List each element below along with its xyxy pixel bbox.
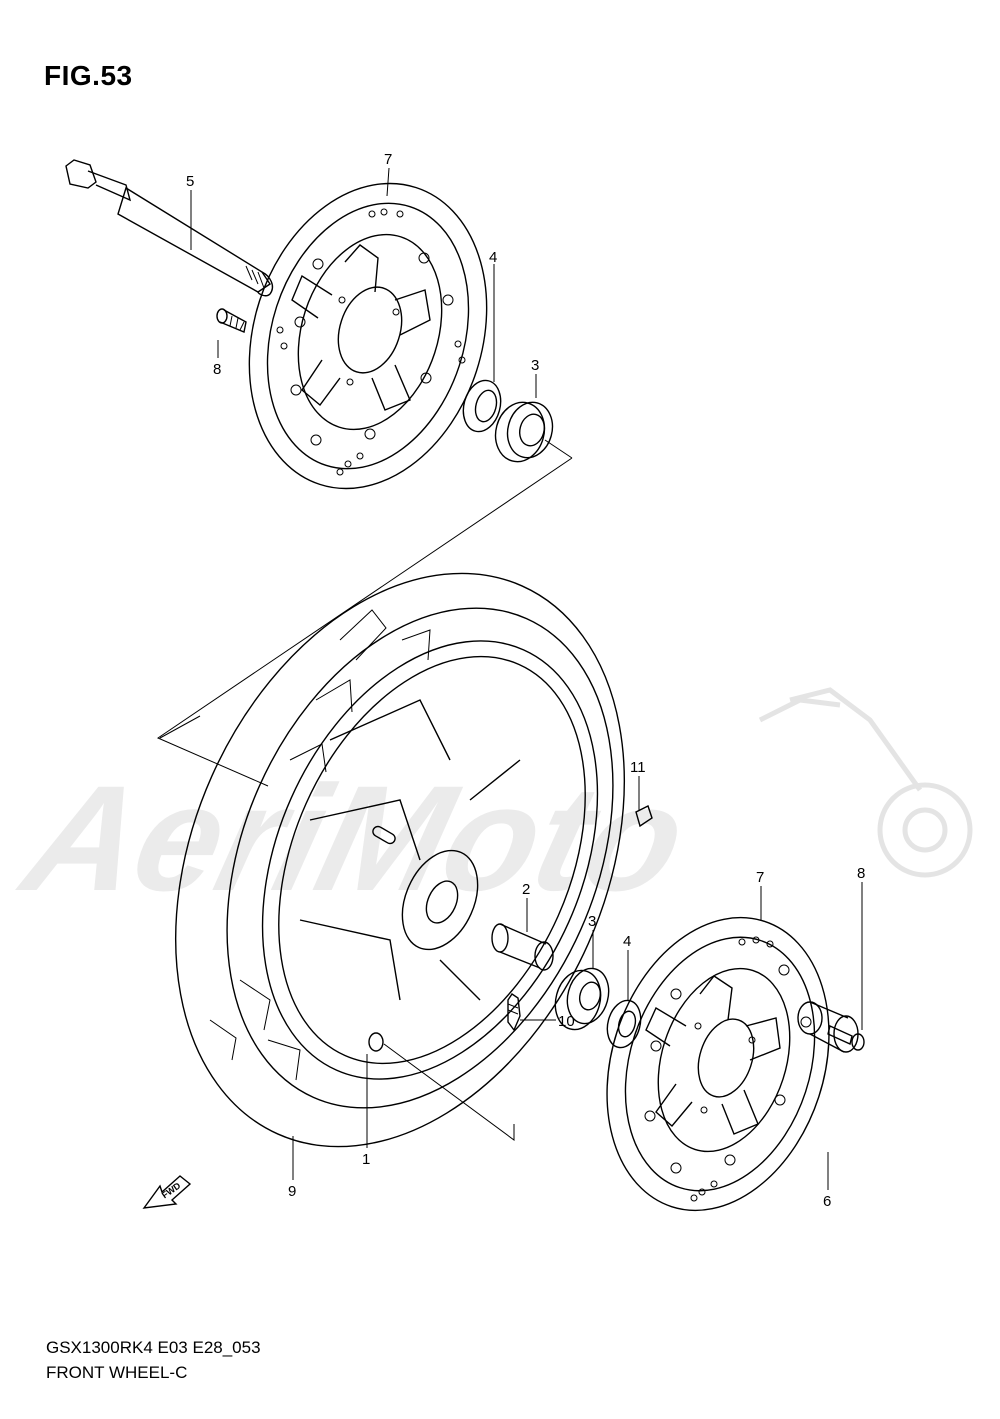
brake-disc-lower [606,916,830,1212]
callout-4-upper: 4 [489,249,497,266]
callout-1: 1 [362,1151,370,1168]
callout-3-upper: 3 [531,357,539,374]
figure-label: FIG.53 [44,60,133,91]
model-code: GSX1300RK4 E03 E28_053 [46,1338,261,1357]
wheel-rim [261,640,599,1080]
callout-5: 5 [186,173,194,190]
assembly-guide-line [156,439,573,787]
callout-8-upper: 8 [213,361,221,378]
callout-3-lower: 3 [588,913,596,930]
callout-2: 2 [522,881,530,898]
speed-spacer [635,805,653,828]
callout-6: 6 [823,1193,831,1210]
callout-leaders [190,167,863,1190]
tire-valve [507,993,521,1032]
fwd-label: FWD [160,1180,183,1200]
spacer-collar [491,923,554,971]
watermark-motorcycle-icon [758,687,973,878]
callout-10: 10 [558,1013,575,1030]
forward-direction-icon: FWD [142,1175,192,1209]
callout-8-lower: 8 [857,865,865,882]
callout-4-lower: 4 [623,933,631,950]
oil-seal-upper [462,379,502,433]
disc-bolt-upper [216,308,247,333]
section-title: FRONT WHEEL-C [46,1363,188,1382]
bearing-upper [494,401,554,463]
brake-disc-upper [248,182,488,490]
callout-labels: 7 5 8 4 3 11 2 3 4 7 8 10 1 9 6 [186,151,865,1210]
callout-11: 11 [630,759,646,776]
callout-7-upper: 7 [384,151,392,168]
watermark-text: AeriMoto [6,755,702,922]
axle-collar [797,1001,859,1053]
front-axle [65,159,274,297]
bearing-lower [554,967,610,1031]
callout-7-lower: 7 [756,869,764,886]
callout-9: 9 [288,1183,296,1200]
watermark-logo: AeriMoto [6,687,973,922]
